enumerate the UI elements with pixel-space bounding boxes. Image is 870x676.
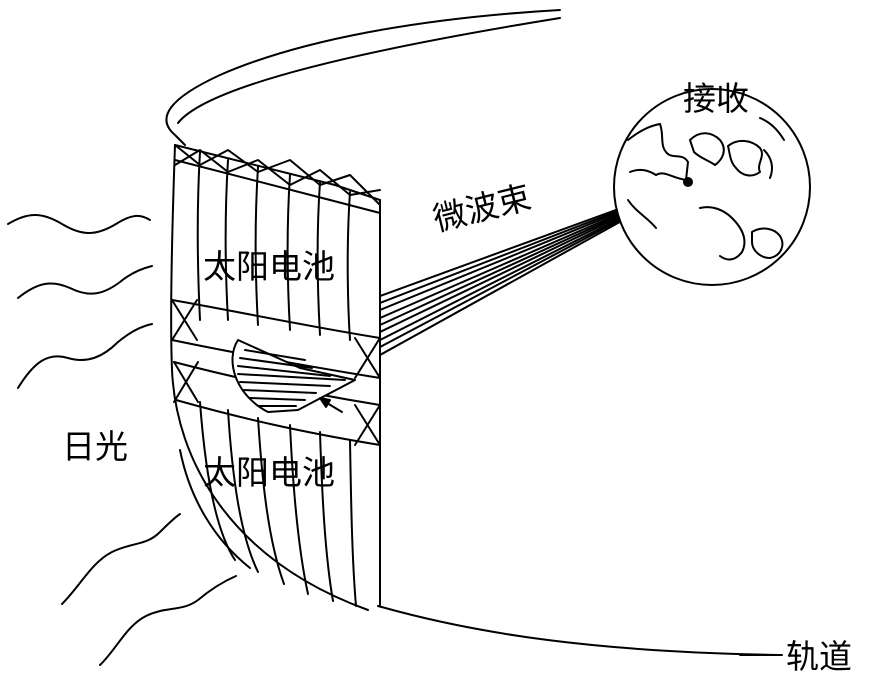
microwave-transmitter [232,340,355,412]
earth-globe [614,89,810,285]
sunlight-rays [8,215,236,665]
orbit-label: 轨道 [786,637,852,676]
receive-label: 接收 [683,79,749,118]
solar-cell-label-top: 太阳电池 [203,247,335,286]
orbit-path [166,10,782,655]
satellite-panel [171,145,380,610]
solar-cell-label-bottom: 太阳电池 [203,453,335,492]
sunlight-label: 日光 [62,427,128,466]
